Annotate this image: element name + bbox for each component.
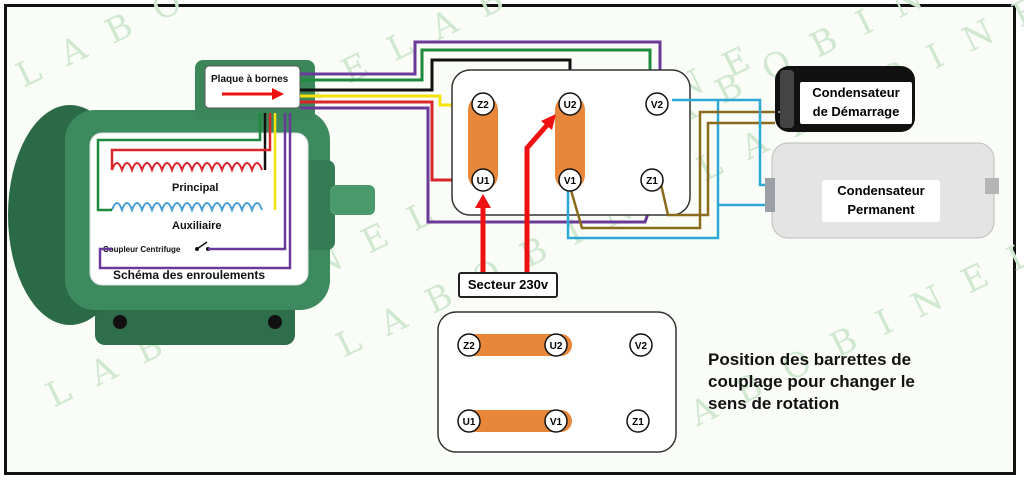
svg-text:Z2: Z2 [477, 100, 489, 111]
supply-label: Secteur 230v [458, 272, 558, 298]
label-schema: Schéma des enroulements [113, 268, 265, 282]
run-capacitor-label: Condensateur Permanent [822, 180, 940, 222]
alt-bar-u1-v1 [462, 410, 572, 432]
label-plaque: Plaque à bornes [211, 74, 289, 85]
alt-terminal-z1: Z1 [626, 409, 650, 433]
run-capacitor-label-line2: Permanent [847, 202, 915, 217]
internal-wires [96, 113, 292, 270]
label-auxiliaire: Auxiliaire [172, 220, 222, 232]
terminal-z1: Z1 [640, 168, 664, 192]
coupling-caption-line3: sens de rotation [708, 394, 840, 413]
svg-text:U2: U2 [564, 100, 577, 111]
svg-text:U1: U1 [477, 176, 490, 187]
terminal-v1: V1 [558, 168, 582, 192]
label-coupleur: Coupleur Centrifuge [103, 245, 181, 254]
terminal-v2: V2 [645, 92, 669, 116]
winding-panel [89, 132, 309, 286]
bar-u2-v1 [555, 95, 585, 190]
aux-winding-coil [111, 202, 263, 213]
svg-text:Z2: Z2 [463, 341, 475, 352]
alt-terminal-u1: U1 [457, 409, 481, 433]
svg-text:Z1: Z1 [632, 417, 644, 428]
terminal-u1: U1 [471, 168, 495, 192]
alt-terminal-z2: Z2 [457, 333, 481, 357]
start-capacitor-label: Condensateur de Démarrage [800, 82, 912, 124]
svg-text:V2: V2 [635, 341, 648, 352]
terminal-z2: Z2 [471, 92, 495, 116]
svg-text:V1: V1 [564, 176, 577, 187]
bar-z2-u1 [468, 95, 498, 190]
label-principal: Principal [172, 182, 218, 194]
svg-text:V1: V1 [550, 417, 563, 428]
alt-terminal-v2: V2 [629, 333, 653, 357]
svg-text:V2: V2 [651, 100, 664, 111]
start-capacitor-label-line2: de Démarrage [812, 104, 900, 119]
main-winding-coil [111, 162, 263, 173]
coupling-caption: Position des barrettes de couplage pour … [708, 349, 978, 415]
run-capacitor-label-line1: Condensateur [837, 183, 925, 198]
alt-bar-z2-u2 [462, 334, 572, 356]
svg-text:U1: U1 [463, 417, 476, 428]
coupling-caption-line2: couplage pour changer le [708, 372, 915, 391]
terminal-u2: U2 [558, 92, 582, 116]
alt-terminal-u2: U2 [544, 333, 568, 357]
coupling-caption-line1: Position des barrettes de [708, 350, 912, 369]
start-capacitor-label-line1: Condensateur [812, 85, 900, 100]
svg-text:Z1: Z1 [646, 176, 658, 187]
supply-arrows [475, 114, 556, 272]
alt-terminal-v1: V1 [544, 409, 568, 433]
svg-text:U2: U2 [550, 341, 563, 352]
